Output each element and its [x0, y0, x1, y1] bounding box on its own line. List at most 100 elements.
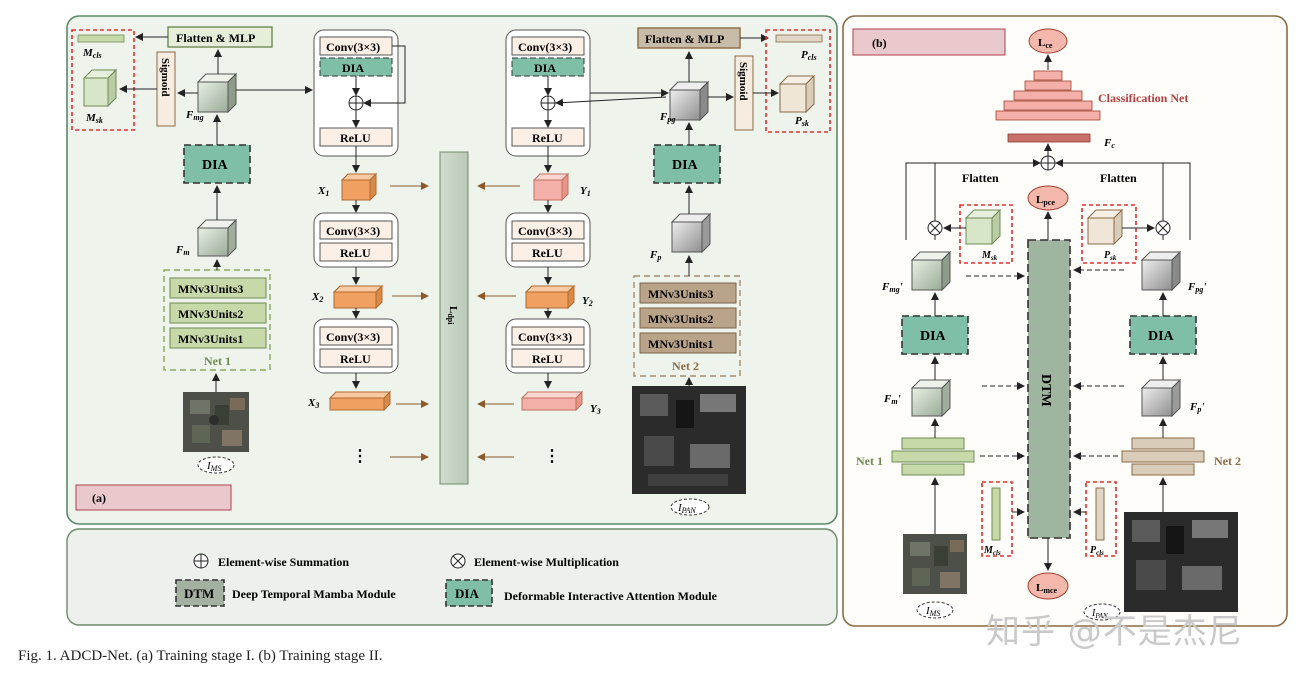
- figure-caption: Fig. 1. ADCD-Net. (a) Training stage I. …: [18, 648, 383, 664]
- f-m-cube: [196, 218, 238, 258]
- net1-stack-b: [891, 437, 975, 476]
- panel-a-label: (a): [92, 491, 106, 505]
- dia-right-a: [653, 144, 721, 184]
- dia-left: [183, 144, 251, 184]
- legend-frame: [66, 528, 838, 626]
- net1-unit-1: [169, 327, 267, 349]
- net1-unit-1-label: MNv3Units1: [178, 332, 243, 346]
- l-pce-label: Lpce: [1036, 194, 1055, 207]
- m-sk-label: Msk: [85, 112, 103, 125]
- m-sk-b-label: Msk: [981, 250, 998, 262]
- x1-cube: [340, 172, 378, 202]
- l-pce-node: [1027, 185, 1069, 211]
- y2-cube: [524, 284, 576, 310]
- x3-cube: [328, 390, 392, 412]
- net1-unit-3: [169, 277, 267, 299]
- i-pan-a-label: IPAN: [677, 502, 696, 515]
- l-mce-label: Lmce: [1036, 582, 1058, 595]
- f-p-label: Fp: [649, 249, 661, 262]
- classification-net-stack: [995, 70, 1101, 121]
- net1-unit-2: [169, 302, 267, 324]
- f-mg-prime-cube: [910, 250, 952, 292]
- y-relu-2-label: ReLU: [532, 246, 563, 260]
- x-relu-2-label: ReLU: [340, 246, 371, 260]
- y-relu-3: [511, 348, 585, 368]
- p-cls-vector-b: [1095, 487, 1105, 541]
- f-p-prime-cube: [1140, 378, 1182, 418]
- p-cls-b-label: Pcls: [1090, 545, 1104, 557]
- f-m-prime-label: Fm': [883, 393, 901, 406]
- m-cls-label: Mcls: [82, 47, 102, 60]
- x-conv-3-label: Conv(3×3): [326, 330, 380, 344]
- pan-image-b: [1124, 512, 1238, 612]
- dia-right-a-label: DIA: [672, 158, 699, 173]
- x-conv-2-label: Conv(3×3): [326, 224, 380, 238]
- dtm-block: [1027, 239, 1071, 539]
- x-dia-1-label: DIA: [342, 61, 364, 75]
- ms-image-a: [183, 392, 249, 452]
- m-sk-cube: [82, 68, 118, 108]
- dtm-label: DTM: [1038, 374, 1053, 407]
- p-cls-vector: [775, 34, 823, 43]
- y-conv-1: [511, 36, 585, 56]
- p-cls-label: Pcls: [801, 49, 817, 62]
- y-conv-1-label: Conv(3×3): [518, 40, 572, 54]
- sigmoid-right-label: Sigmoid: [737, 62, 749, 101]
- f-pg-prime-label: Fpg': [1187, 281, 1206, 294]
- x3-label: X3: [307, 397, 319, 410]
- i-pan-b-label: IPAN: [1091, 608, 1108, 620]
- f-p-cube: [670, 212, 712, 254]
- legend-dia-label: Deformable Interactive Attention Module: [504, 589, 718, 603]
- net1-unit-2-label: MNv3Units2: [178, 307, 243, 321]
- legend-dia-tag: [445, 579, 493, 607]
- x2-label: X2: [311, 291, 323, 304]
- net2-unit-1-label: MNv3Units1: [648, 337, 713, 351]
- sigmoid-left-label: Sigmoid: [159, 58, 171, 97]
- i-ms-a-tag: [197, 456, 235, 474]
- m-cls-vector-b: [991, 487, 1001, 541]
- x-relu-2: [319, 242, 393, 262]
- net2-label: Net 2: [672, 359, 699, 373]
- net2-unit-2: [639, 307, 737, 329]
- x-relu-1-label: ReLU: [340, 131, 371, 145]
- l-dpi-bar: [439, 151, 469, 485]
- p-sk-cube: [778, 74, 816, 114]
- l-dpi-label: Ldpi: [446, 306, 459, 325]
- m-sk-cube-b: [964, 208, 1002, 246]
- legend-dtm-tag-label: DTM: [184, 586, 214, 601]
- dia-b-right-label: DIA: [1148, 329, 1175, 344]
- x-conv-1-label: Conv(3×3): [326, 40, 380, 54]
- i-ms-b-label: IMS: [925, 605, 940, 618]
- net1-unit-3-label: MNv3Units3: [178, 282, 243, 296]
- f-mg-cube: [196, 72, 238, 114]
- p-sk-label: Psk: [795, 115, 809, 128]
- x-conv-3: [319, 326, 393, 346]
- y-ellipsis: ⋮: [544, 448, 560, 465]
- panel-b-label: (b): [872, 36, 887, 50]
- i-ms-b-tag: [916, 601, 954, 619]
- p-output-box: [765, 29, 831, 133]
- dia-b-left-label: DIA: [920, 329, 947, 344]
- net2-b-label: Net 2: [1214, 454, 1241, 468]
- y-relu-3-label: ReLU: [532, 352, 563, 366]
- panel-b-label-box: [852, 28, 1006, 56]
- y-conv-3-label: Conv(3×3): [518, 330, 572, 344]
- i-ms-a-label: IMS: [206, 460, 221, 473]
- f-m-label: Fm: [175, 244, 190, 257]
- p-sk-b-label: Psk: [1104, 250, 1117, 262]
- classification-net-label: Classification Net: [1098, 91, 1188, 105]
- f-mg-label: Fmg: [185, 109, 204, 122]
- y-dia-1-label: DIA: [534, 61, 556, 75]
- y3-cube: [520, 390, 584, 412]
- m-cls-b-label: Mcls: [983, 545, 1001, 557]
- legend-dtm-tag: [175, 579, 225, 607]
- watermark: 知乎 @不是杰尼: [986, 612, 1243, 652]
- i-pan-b-tag: [1083, 603, 1121, 621]
- i-pan-a-tag: [670, 498, 710, 516]
- x2-cube: [332, 284, 384, 310]
- dia-b-right: [1129, 315, 1197, 355]
- flatten-mlp-left-label: Flatten & MLP: [176, 31, 255, 45]
- l-ce-label: Lce: [1038, 37, 1053, 50]
- x-relu-3: [319, 348, 393, 368]
